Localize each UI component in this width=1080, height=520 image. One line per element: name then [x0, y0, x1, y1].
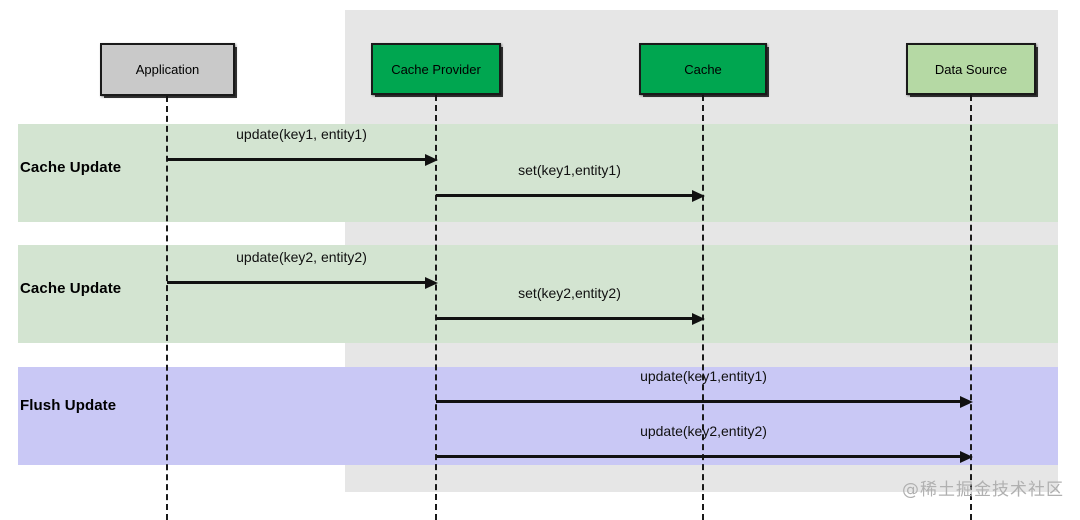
band-label: Cache Update: [20, 280, 122, 297]
message-label: update(key2,entity2): [640, 423, 767, 439]
message-label: set(key2,entity2): [518, 285, 621, 301]
lifeline-cache: [702, 95, 704, 520]
message-label: update(key2, entity2): [236, 249, 367, 265]
message-arrow-line: [436, 455, 962, 458]
actor-label: Cache: [684, 61, 722, 77]
message-label: set(key1,entity1): [518, 162, 621, 178]
actor-cache-provider[interactable]: Cache Provider: [371, 43, 501, 95]
message-arrow-head: [692, 190, 705, 202]
actor-application[interactable]: Application: [100, 43, 235, 96]
watermark: @稀土掘金技术社区: [902, 480, 1064, 500]
band-label: Cache Update: [20, 159, 122, 176]
actor-label: Cache Provider: [391, 61, 481, 77]
band-2: [18, 245, 1058, 343]
message-arrow-head: [960, 396, 973, 408]
message-arrow-head: [425, 277, 438, 289]
message-arrow-line: [167, 281, 427, 284]
message-arrow-head: [425, 154, 438, 166]
message-label: update(key1, entity1): [236, 126, 367, 142]
band-3: [18, 367, 1058, 465]
band-label: Flush Update: [20, 397, 117, 414]
message-arrow-line: [436, 194, 694, 197]
actor-label: Application: [135, 62, 200, 77]
message-arrow-line: [167, 158, 427, 161]
message-label: update(key1,entity1): [640, 368, 767, 384]
lifeline-application: [166, 96, 168, 520]
lifeline-cache-provider: [435, 95, 437, 520]
band-1: [18, 124, 1058, 222]
message-arrow-head: [960, 451, 973, 463]
message-arrow-line: [436, 400, 962, 403]
actor-label: Data Source: [934, 61, 1008, 77]
message-arrow-line: [436, 317, 694, 320]
lifeline-data-source: [970, 95, 972, 520]
actor-cache[interactable]: Cache: [639, 43, 767, 95]
actor-data-source[interactable]: Data Source: [906, 43, 1036, 95]
message-arrow-head: [692, 313, 705, 325]
